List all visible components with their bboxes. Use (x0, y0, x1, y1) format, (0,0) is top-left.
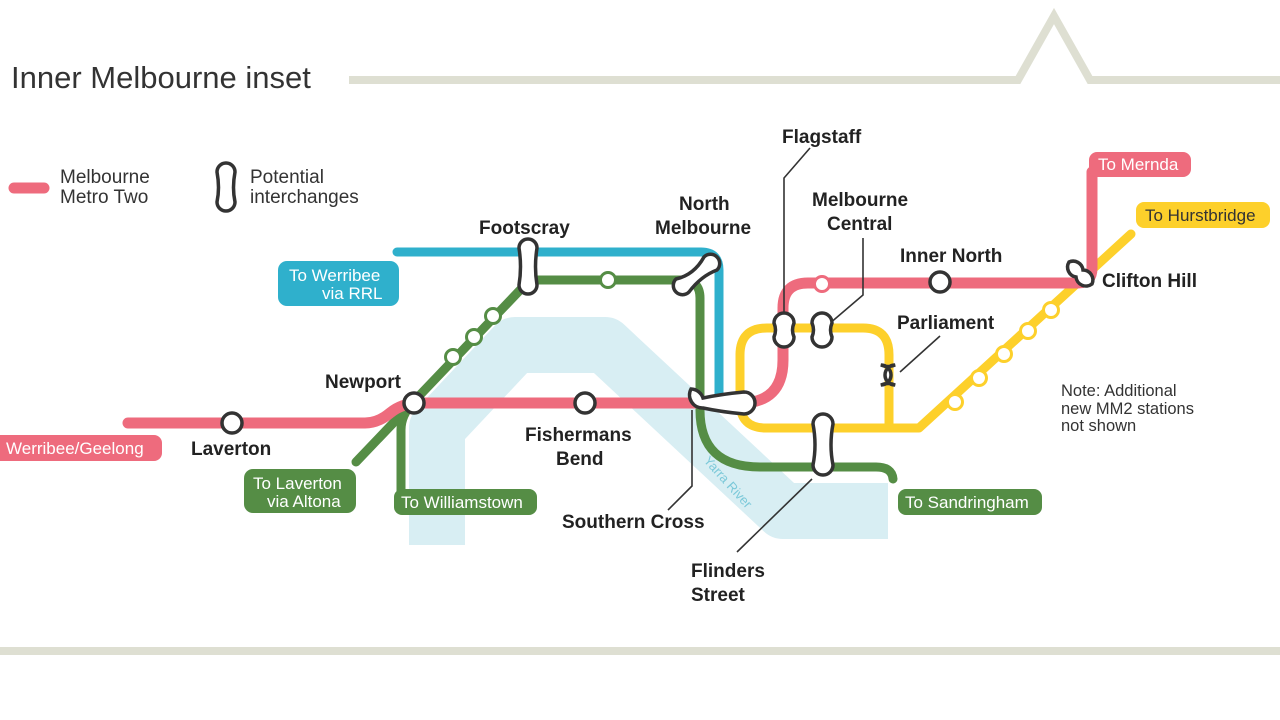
label-newport: Newport (325, 372, 402, 393)
footscray-interchange (517, 237, 539, 296)
tag-werribee-rrl-2: via RRL (322, 284, 382, 303)
map-title: Inner Melbourne inset (11, 60, 311, 95)
tag-werribee-geelong: Werribee/Geelong (6, 439, 144, 458)
tag-williamstown: To Williamstown (401, 493, 523, 512)
station-dot-yellow-4 (970, 369, 988, 387)
yarra-river (409, 317, 888, 545)
station-dot-yellow-2 (1019, 322, 1037, 340)
tag-hurstbridge: To Hurstbridge (1145, 206, 1256, 225)
tag-mernda-bg (1089, 152, 1191, 177)
label-clifton-hill: Clifton Hill (1102, 271, 1197, 292)
station-dot-yellow-3 (995, 345, 1013, 363)
label-southern-cross: Southern Cross (562, 512, 705, 533)
laverton-station (220, 411, 244, 435)
header-rule (349, 7, 1280, 84)
tag-werribee-rrl-1: To Werribee (289, 266, 380, 285)
label-north-melbourne-2: Melbourne (655, 218, 751, 239)
note-line-1: Note: Additional (1061, 382, 1177, 400)
tag-werribee-geelong-bg (0, 435, 162, 461)
label-melbourne-central-2: Central (827, 214, 892, 235)
flagstaff-interchange (772, 311, 796, 349)
station-dot-green-2 (484, 307, 502, 325)
legend-mm2-label-1: Melbourne (60, 167, 150, 188)
tag-laverton-altona-1: To Laverton (253, 474, 342, 493)
clifton-hill-interchange (1065, 259, 1095, 288)
intermediate-stations (444, 271, 1060, 411)
leader-flagstaff (783, 147, 811, 315)
note-line-3: not shown (1061, 417, 1136, 435)
melbourne-central-interchange (810, 311, 834, 349)
label-flagstaff: Flagstaff (782, 127, 862, 148)
north-melbourne-interchange (671, 252, 722, 297)
label-fishermans-bend-1: Fishermans (525, 425, 632, 446)
legend-interchange-icon (215, 161, 237, 213)
tag-werribee-rrl-bg (278, 261, 399, 306)
label-flinders-street-1: Flinders (691, 561, 765, 582)
label-inner-north: Inner North (900, 246, 1002, 267)
label-parliament: Parliament (897, 313, 995, 334)
label-footscray: Footscray (479, 218, 570, 239)
flinders-street-interchange (811, 412, 835, 477)
inner-north-station (928, 270, 952, 294)
tag-williamstown-bg (394, 489, 537, 515)
parliament-interchange (880, 363, 896, 387)
label-north-melbourne-1: North (679, 194, 730, 215)
note-line-2: new MM2 stations (1061, 400, 1194, 418)
legend-interchange-label-2: interchanges (250, 187, 359, 208)
tag-sandringham-bg (898, 489, 1042, 515)
station-dot-green-1 (599, 271, 617, 289)
leader-flinders-street (736, 478, 813, 553)
leader-melbourne-central (821, 238, 864, 331)
newport-station (402, 391, 426, 415)
fishermans-bend-station (573, 391, 597, 415)
label-melbourne-central-1: Melbourne (812, 190, 908, 211)
tag-hurstbridge-bg (1136, 202, 1270, 228)
line-yellow (735, 229, 1136, 433)
tag-laverton-altona-bg (244, 469, 356, 513)
interchange-markers (220, 237, 1095, 477)
station-dot-yellow-5 (946, 393, 964, 411)
footer-rule (0, 647, 1280, 655)
leader-southern-cross (667, 410, 693, 511)
label-laverton: Laverton (191, 439, 271, 460)
station-dot-mm2-1 (813, 275, 831, 293)
tag-sandringham: To Sandringham (905, 493, 1029, 512)
leader-parliament (899, 335, 941, 373)
legend-mm2-label-2: Metro Two (60, 187, 148, 208)
label-flinders-street-2: Street (691, 585, 746, 606)
southern-cross-interchange (687, 387, 757, 416)
tag-mernda: To Mernda (1098, 155, 1179, 174)
station-dot-yellow-1 (1042, 301, 1060, 319)
leader-lines (667, 147, 941, 553)
station-dot-green-4 (444, 348, 462, 366)
label-fishermans-bend-2: Bend (556, 449, 604, 470)
station-dot-green-3 (465, 328, 483, 346)
tag-laverton-altona-2: via Altona (267, 492, 341, 511)
legend-interchange-label-1: Potential (250, 167, 324, 188)
